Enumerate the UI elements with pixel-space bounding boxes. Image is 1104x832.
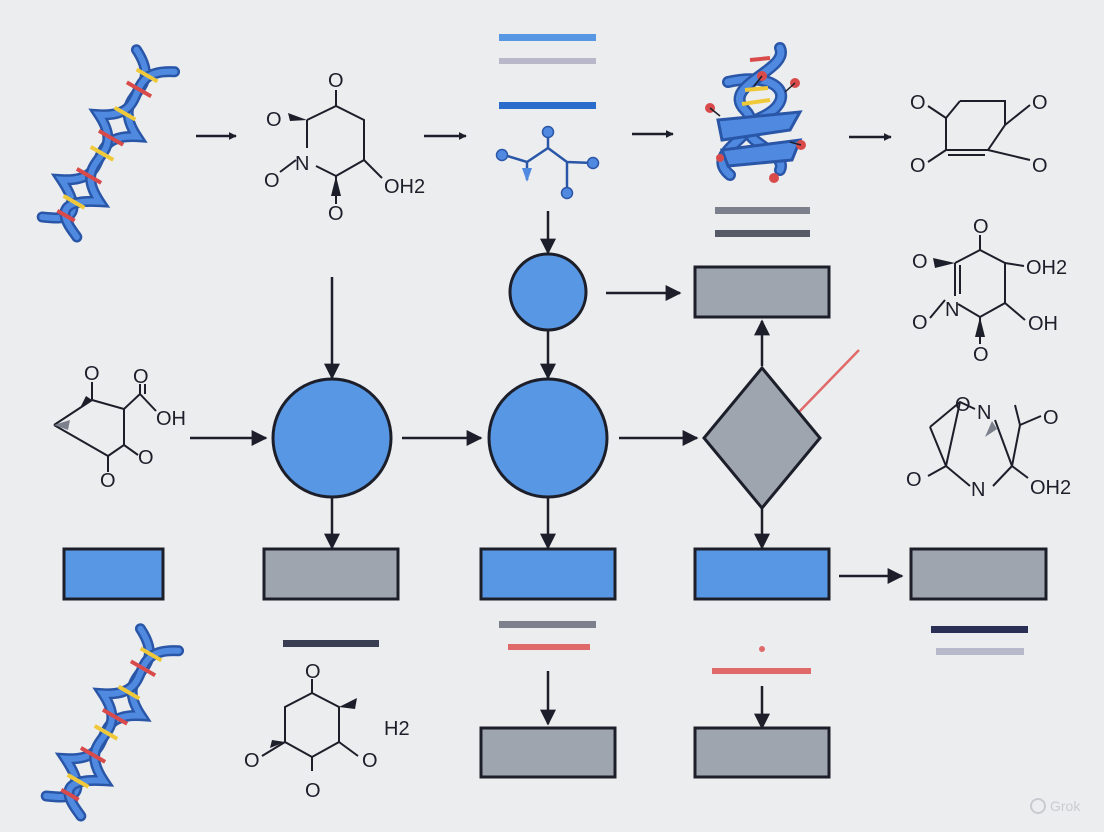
atom-label: O <box>1032 92 1048 114</box>
process-box-blue <box>693 547 831 601</box>
process-box-blue <box>479 547 617 601</box>
molecule-structure: O O N O OH2 O <box>264 70 425 225</box>
atom-label: OH2 <box>384 176 425 198</box>
molecule-node-icon <box>495 125 600 200</box>
molecule-structure: O O OH O O <box>53 363 186 492</box>
atom-label: O <box>266 109 282 131</box>
process-box-gray <box>262 547 400 601</box>
atom-label: O <box>910 92 926 114</box>
watermark: Grok <box>1030 798 1081 814</box>
atom-label: O <box>910 155 926 177</box>
dna-helix-icon <box>44 629 178 817</box>
molecule-structure: O O N OH2 O OH O <box>912 216 1067 366</box>
process-box-gray <box>693 265 831 319</box>
atom-label: O <box>305 780 321 802</box>
process-node-circle <box>487 377 609 499</box>
process-box-gray <box>479 726 617 779</box>
atom-label: O <box>973 216 989 238</box>
molecule-structure: O N O O N OH2 <box>906 394 1071 501</box>
flow-arrows <box>190 130 904 730</box>
atom-label: OH <box>1028 313 1058 335</box>
decision-diamond <box>702 365 822 511</box>
atom-label: O <box>328 70 344 92</box>
atom-label: O <box>264 170 280 192</box>
molecule-structure: O H2 O O O <box>244 661 410 802</box>
molecule-structure: O O O O <box>910 92 1048 177</box>
atom-label: O <box>955 394 971 416</box>
atom-label: O <box>362 750 378 772</box>
decor-bars <box>283 34 1028 674</box>
atom-label: O <box>912 251 928 273</box>
atom-label: H2 <box>384 718 410 740</box>
atom-label: OH <box>156 408 186 430</box>
atom-label: N <box>295 153 309 175</box>
atom-label: O <box>244 750 260 772</box>
folded-protein-icon <box>705 42 806 183</box>
atom-label: O <box>328 203 344 225</box>
watermark-icon <box>1030 798 1046 814</box>
process-node-circle <box>508 252 588 332</box>
atom-label: O <box>973 344 989 366</box>
atom-label: O <box>305 661 321 683</box>
atom-label: N <box>945 299 959 321</box>
atom-label: N <box>971 479 985 501</box>
dna-helix-icon <box>40 50 174 238</box>
atom-label: O <box>84 363 100 385</box>
atom-label: O <box>1043 407 1059 429</box>
atom-label: N <box>977 402 991 424</box>
atom-label: O <box>1032 155 1048 177</box>
atom-label: O <box>912 312 928 334</box>
process-box-gray <box>693 726 831 779</box>
process-node-circle <box>271 377 393 499</box>
atom-label: O <box>906 469 922 491</box>
process-box-blue <box>62 547 165 601</box>
atom-label: O <box>138 447 154 469</box>
watermark-text: Grok <box>1050 798 1081 814</box>
atom-label: OH2 <box>1026 257 1067 279</box>
atom-label: O <box>133 366 149 388</box>
process-box-gray <box>909 547 1048 601</box>
atom-label: OH2 <box>1030 477 1071 499</box>
atom-label: O <box>100 470 116 492</box>
red-connector <box>797 349 860 414</box>
